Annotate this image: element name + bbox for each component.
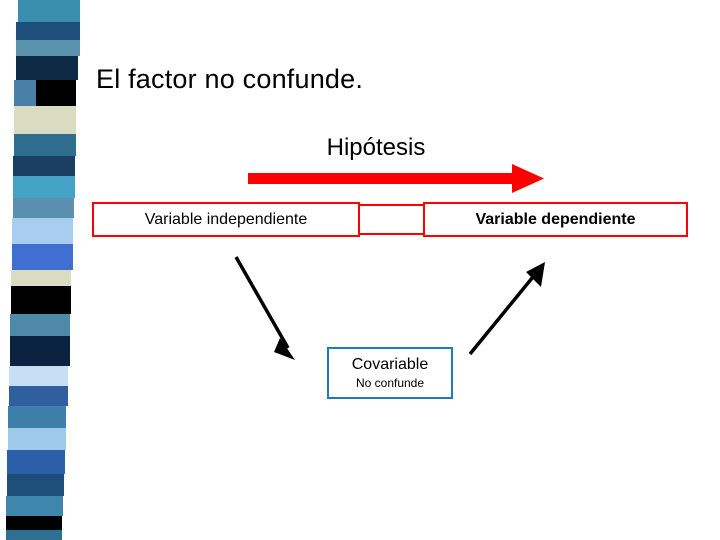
mosaic-tile xyxy=(13,176,75,198)
box-covariable-sublabel: No confunde xyxy=(355,376,425,390)
mosaic-tile xyxy=(10,314,70,336)
mosaic-tile xyxy=(9,386,68,406)
independent-to-covariable-arrow xyxy=(234,256,295,360)
mosaic-tile xyxy=(11,286,71,314)
mosaic-tile xyxy=(10,336,70,366)
mosaic-tile xyxy=(13,198,74,218)
box-covariable[interactable]: Covariable No confunde xyxy=(327,347,453,399)
mosaic-tile xyxy=(13,156,75,176)
connector-box xyxy=(360,204,423,235)
box-variable-dependiente[interactable]: Variable dependiente xyxy=(423,202,688,237)
hypothesis-arrow xyxy=(248,164,544,193)
mosaic-tile xyxy=(14,80,36,106)
decorative-mosaic-strip xyxy=(0,0,80,540)
box-covariable-label: Covariable xyxy=(351,356,429,373)
page-title: El factor no confunde. xyxy=(96,64,364,94)
mosaic-tile xyxy=(6,530,62,540)
mosaic-tile xyxy=(7,474,64,496)
covariable-to-dependent-arrow xyxy=(468,262,545,356)
mosaic-tile xyxy=(16,40,80,56)
mosaic-tile xyxy=(14,134,76,156)
mosaic-tile xyxy=(6,516,62,530)
box-dependiente-label: Variable dependiente xyxy=(475,210,636,228)
mosaic-tile xyxy=(36,80,76,106)
mosaic-tile xyxy=(16,22,80,40)
mosaic-tile xyxy=(9,366,68,386)
mosaic-tile xyxy=(6,496,63,516)
mosaic-tile xyxy=(18,0,80,22)
mosaic-tile xyxy=(11,270,71,286)
mosaic-tile xyxy=(8,406,66,428)
mosaic-tile xyxy=(8,428,66,450)
mosaic-tile xyxy=(14,106,76,134)
box-independiente-label: Variable independiente xyxy=(144,210,308,228)
mosaic-tile xyxy=(16,56,78,80)
box-variable-independiente[interactable]: Variable independiente xyxy=(92,202,360,237)
subtitle-hipotesis: Hipótesis xyxy=(326,134,426,161)
mosaic-tile xyxy=(12,244,73,270)
mosaic-tile xyxy=(12,218,73,244)
mosaic-tile xyxy=(7,450,65,474)
